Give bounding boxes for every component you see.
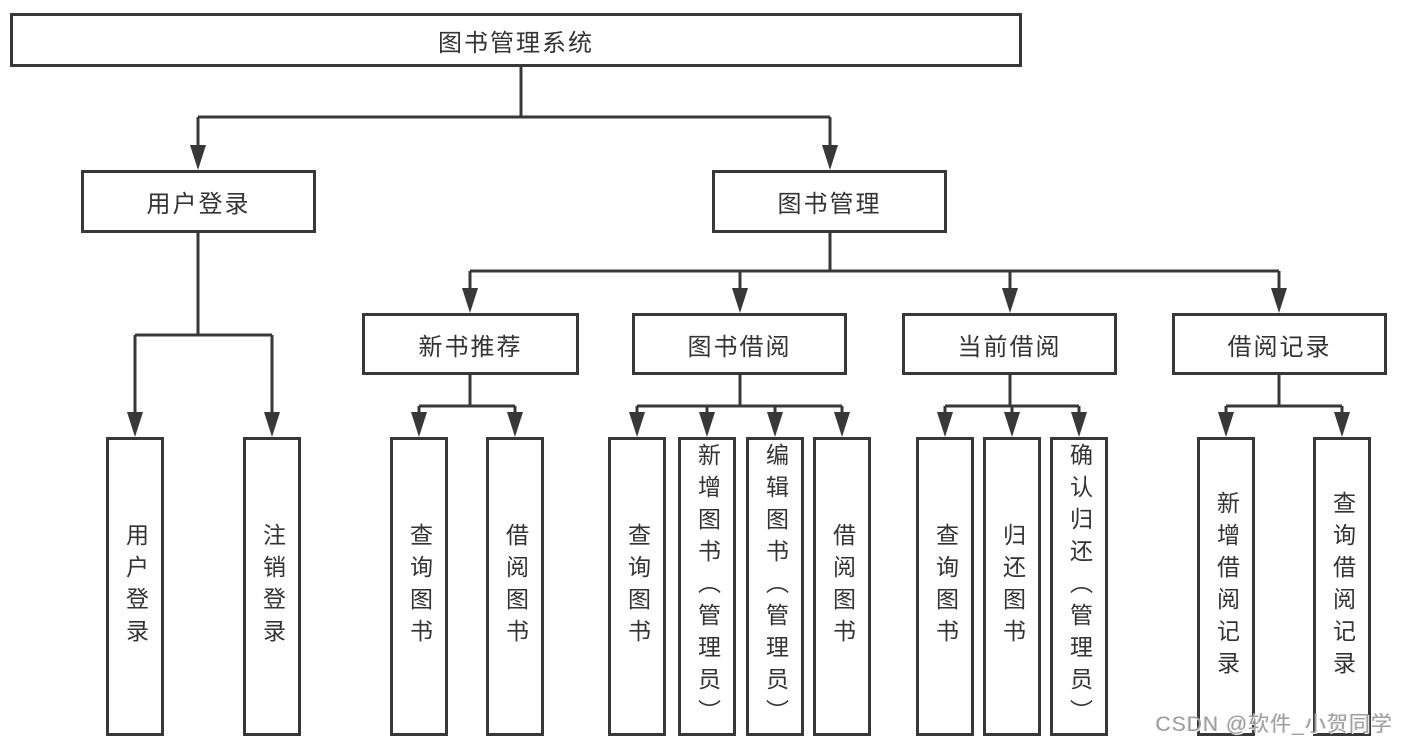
leaf-query-borrow-record: 查询借阅记录 [1313,437,1371,736]
leaf-return-books: 归还图书 [983,437,1041,736]
leaf-add-books-admin: 新增图书（管理员） [678,437,736,736]
leaf-query-books-recommend: 查询图书 [390,437,448,736]
node-borrowing-records: 借阅记录 [1172,313,1387,375]
node-library-management-system: 图书管理系统 [10,13,1022,67]
leaf-edit-books-admin: 编辑图书（管理员） [746,437,804,736]
leaf-add-borrow-record: 新增借阅记录 [1197,437,1255,736]
leaf-borrow-books: 借阅图书 [813,437,871,736]
leaf-query-books-current: 查询图书 [916,437,974,736]
leaf-confirm-return-admin: 确认归还（管理员） [1050,437,1108,736]
leaf-logout: 注销登录 [243,437,301,736]
node-book-management: 图书管理 [712,170,947,233]
node-user-login: 用户登录 [81,170,316,233]
leaf-user-login: 用户登录 [106,437,164,736]
node-book-borrowing: 图书借阅 [632,313,847,375]
node-new-book-recommendation: 新书推荐 [362,313,579,375]
leaf-query-books-borrow: 查询图书 [608,437,666,736]
node-current-borrowing: 当前借阅 [902,313,1117,375]
leaf-borrow-books-recommend: 借阅图书 [486,437,544,736]
csdn-watermark: CSDN @软件_小贺同学 [1155,713,1393,736]
